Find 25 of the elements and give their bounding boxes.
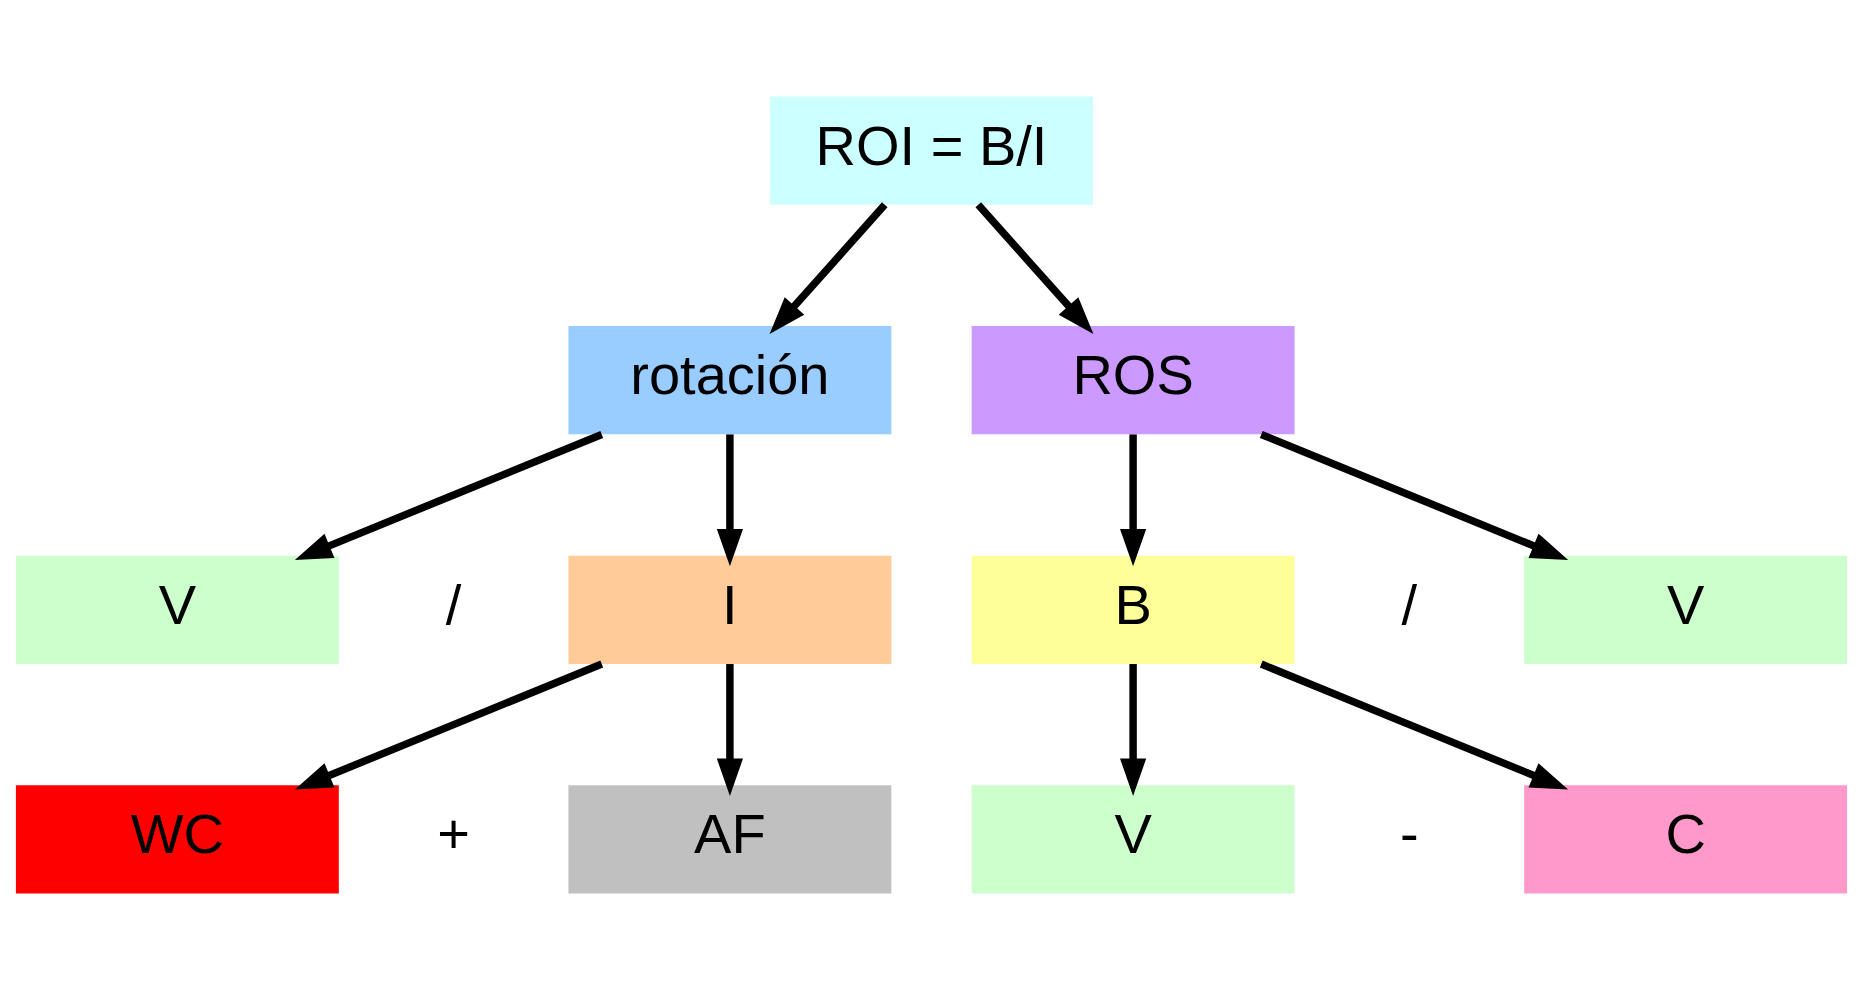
- arrow: [294, 660, 604, 790]
- node-box: B: [971, 555, 1295, 664]
- arrow: [1259, 660, 1569, 790]
- arrow: [1120, 434, 1147, 567]
- node-box: C: [1524, 785, 1848, 894]
- arrow: [716, 434, 743, 567]
- arrow: [769, 202, 888, 334]
- arrow: [294, 431, 604, 560]
- node-box: rotación: [568, 326, 892, 435]
- arrow: [1120, 664, 1147, 796]
- label: +: [437, 802, 470, 866]
- label: -: [1400, 802, 1419, 866]
- label: /: [1401, 572, 1418, 636]
- node-box: ROI = B/I: [770, 96, 1093, 205]
- node-box: WC: [15, 785, 339, 894]
- node-box: I: [568, 555, 892, 664]
- node-box: V: [15, 555, 339, 664]
- node-box: AF: [568, 785, 892, 894]
- arrow: [975, 202, 1094, 334]
- arrow: [1259, 431, 1569, 560]
- node-box: ROS: [971, 326, 1295, 435]
- arrow: [716, 664, 743, 796]
- node-box: V: [1524, 555, 1848, 664]
- node-box: V: [971, 785, 1295, 894]
- label: /: [445, 572, 462, 636]
